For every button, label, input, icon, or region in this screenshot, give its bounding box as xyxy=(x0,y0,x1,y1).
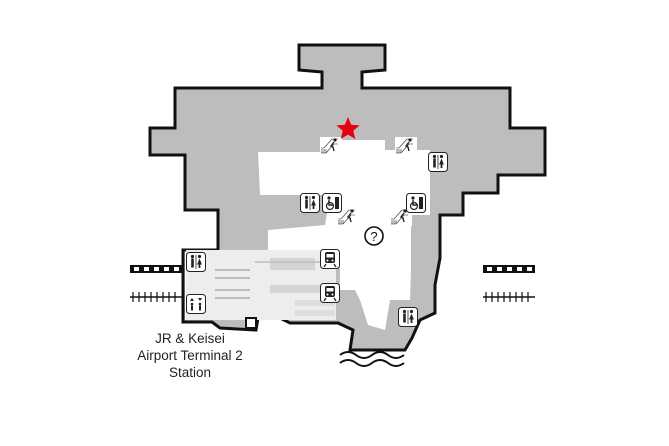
railway-tracks xyxy=(130,265,535,302)
platform-level-strips xyxy=(186,250,336,320)
multipurpose-restroom-icon xyxy=(322,193,342,213)
restroom-icon xyxy=(186,252,206,272)
restroom-icon xyxy=(300,193,320,213)
multipurpose-restroom-icon xyxy=(406,193,426,213)
information-symbol-text: ? xyxy=(370,229,377,244)
restroom-icon xyxy=(428,152,448,172)
escalator-icon xyxy=(320,137,342,155)
station-label: JR & Keisei Airport Terminal 2 Station xyxy=(100,330,280,381)
current-location-star-icon xyxy=(336,117,360,139)
information-icon: ? xyxy=(364,226,384,246)
train-icon xyxy=(320,249,340,269)
train-icon xyxy=(320,283,340,303)
station-label-line-2: Airport Terminal 2 xyxy=(137,348,243,363)
station-entrance-notches xyxy=(245,317,257,329)
station-label-line-1: JR & Keisei xyxy=(155,331,225,346)
map-continuation-mark xyxy=(339,351,405,367)
elevator-icon xyxy=(186,294,206,314)
station-label-line-3: Station xyxy=(168,365,212,380)
restroom-icon xyxy=(398,307,418,327)
escalator-icon xyxy=(395,137,417,155)
